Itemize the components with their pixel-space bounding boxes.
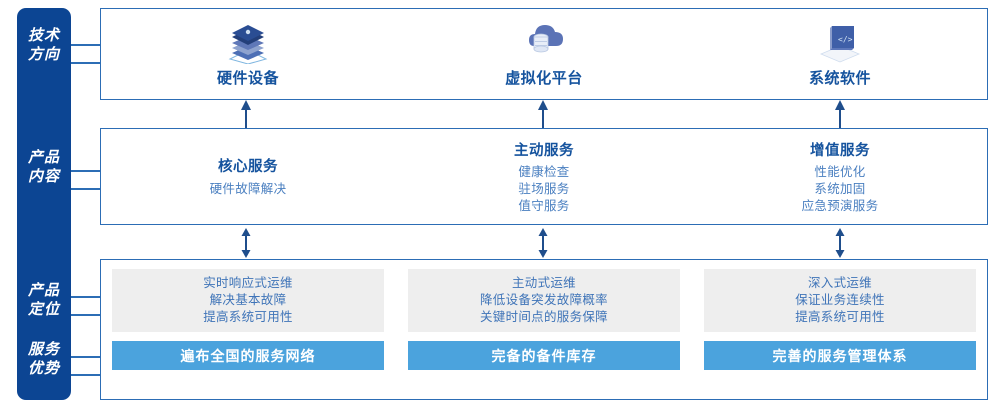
technology-name: 硬件设备: [216, 70, 279, 87]
product-content-section-box: [100, 128, 988, 225]
product-content-item: 驻场服务: [518, 181, 570, 196]
cloud-database-icon: [516, 20, 572, 64]
arrow-updown-core: [238, 228, 254, 263]
product-position-line: 降低设备突发故障概率: [479, 293, 608, 307]
service-advantage-label: 遍布全国的服务网络: [180, 347, 316, 364]
arrow-up-virtualization: [535, 100, 551, 133]
technology-name: 虚拟化平台: [505, 70, 583, 87]
product-position-card[interactable]: 实时响应式运维 解决基本故障 提高系统可用性: [112, 269, 384, 332]
arrow-updown-proactive: [535, 228, 551, 263]
service-advantage-card[interactable]: 完善的服务管理体系: [704, 341, 976, 370]
technology-name: 系统软件: [808, 70, 871, 87]
product-position-line: 实时响应式运维: [203, 276, 293, 290]
service-advantage-card[interactable]: 完备的备件库存: [408, 341, 680, 370]
technology-column-hardware[interactable]: 硬件设备: [100, 8, 396, 100]
product-position-line: 保证业务连续性: [795, 293, 885, 307]
product-content-item: 应急预演服务: [801, 198, 879, 213]
svg-text:</>: </>: [838, 35, 853, 44]
product-content-title: 增值服务: [810, 142, 870, 159]
product-position-line: 主动式运维: [511, 276, 576, 290]
product-content-title: 主动服务: [514, 142, 574, 159]
bottom-column-proactive[interactable]: 主动式运维 降低设备突发故障概率 关键时间点的服务保障 完备的备件库存: [396, 259, 692, 400]
product-content-item: 性能优化: [814, 164, 866, 179]
service-advantage-label: 完善的服务管理体系: [772, 347, 908, 364]
product-position-card[interactable]: 深入式运维 保证业务连续性 提高系统可用性: [704, 269, 976, 332]
connector-technology-top: [71, 44, 101, 46]
connector-advantage-bottom: [71, 374, 101, 376]
rail-label-product-position: 产品 定位: [27, 282, 60, 318]
product-position-card[interactable]: 主动式运维 降低设备突发故障概率 关键时间点的服务保障: [408, 269, 680, 332]
bottom-column-realtime[interactable]: 实时响应式运维 解决基本故障 提高系统可用性 遍布全国的服务网络: [100, 259, 396, 400]
connector-position-bottom: [71, 314, 101, 316]
connector-content-top: [71, 170, 101, 172]
product-position-line: 深入式运维: [807, 276, 872, 290]
bottom-column-deep[interactable]: 深入式运维 保证业务连续性 提高系统可用性 完善的服务管理体系: [692, 259, 988, 400]
technology-column-system-software[interactable]: </> 系统软件: [692, 8, 988, 100]
connector-technology-bottom: [71, 62, 101, 64]
technology-column-virtualization[interactable]: 虚拟化平台: [396, 8, 692, 100]
product-content-column-core[interactable]: 核心服务 硬件故障解决: [100, 128, 396, 225]
product-content-title: 核心服务: [218, 159, 278, 175]
product-content-column-valueadd[interactable]: 增值服务 性能优化 系统加固 应急预演服务: [692, 128, 988, 225]
product-position-line: 关键时间点的服务保障: [479, 310, 608, 324]
service-advantage-card[interactable]: 遍布全国的服务网络: [112, 341, 384, 370]
product-content-item: 健康检查: [518, 164, 570, 179]
connector-advantage-top: [71, 356, 101, 358]
arrow-up-hardware: [238, 100, 254, 133]
connector-position-top: [71, 296, 101, 298]
connector-content-bottom: [71, 188, 101, 190]
service-advantage-label: 完备的备件库存: [491, 347, 597, 364]
rail-label-product-content: 产品 内容: [27, 149, 60, 185]
category-rail: [17, 8, 71, 400]
laptop-code-icon: </>: [812, 20, 868, 64]
product-content-item: 值守服务: [518, 198, 570, 213]
rail-label-technology: 技术 方向: [27, 27, 60, 63]
product-position-line: 提高系统可用性: [203, 310, 293, 324]
product-content-column-proactive[interactable]: 主动服务 健康检查 驻场服务 值守服务: [396, 128, 692, 225]
product-content-item: 硬件故障解决: [209, 182, 287, 196]
arrow-updown-valueadd: [832, 228, 848, 263]
server-stack-icon: [220, 20, 276, 65]
product-position-line: 提高系统可用性: [795, 310, 885, 324]
rail-label-service-advantage: 服务 优势: [27, 341, 60, 377]
product-content-item: 系统加固: [814, 181, 866, 196]
product-position-line: 解决基本故障: [209, 293, 287, 307]
arrow-up-system-software: [832, 100, 848, 133]
